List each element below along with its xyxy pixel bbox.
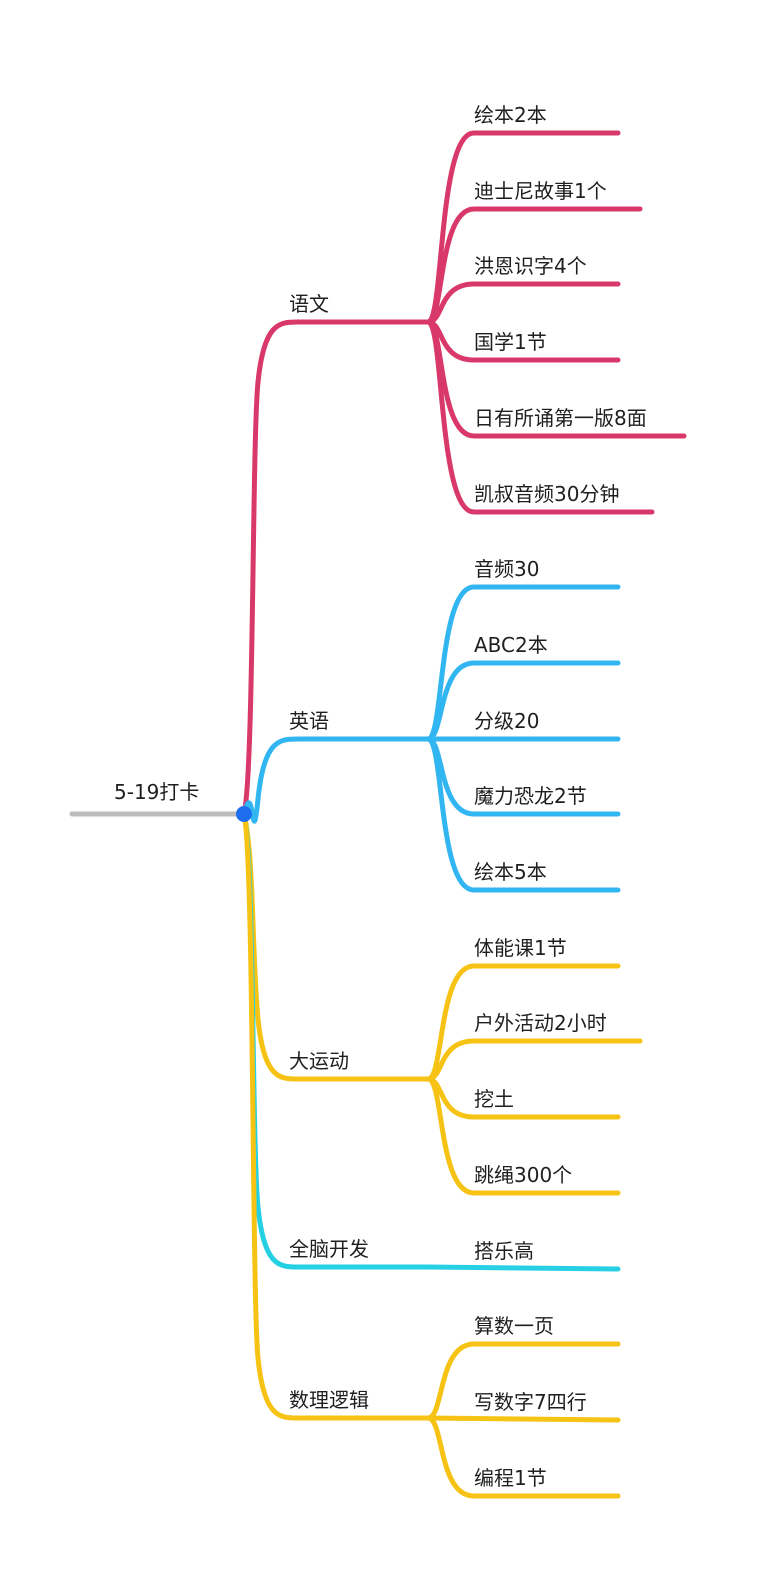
branch-connector-4 bbox=[241, 811, 431, 1421]
leaf-label-3-0[interactable]: 搭乐高 bbox=[474, 1239, 534, 1263]
leaf-label-0-2[interactable]: 洪恩识字4个 bbox=[474, 254, 587, 278]
branch-connector-2 bbox=[241, 811, 431, 1082]
leaf-label-2-1[interactable]: 户外活动2小时 bbox=[474, 1011, 607, 1035]
branch-label-1[interactable]: 英语 bbox=[289, 709, 329, 733]
root-node-label[interactable]: 5-19打卡 bbox=[114, 780, 200, 804]
leaf-connector-4-1 bbox=[425, 1415, 621, 1423]
leaf-label-2-3[interactable]: 跳绳300个 bbox=[474, 1163, 573, 1187]
edges-layer bbox=[241, 130, 687, 1499]
branch-label-3[interactable]: 全脑开发 bbox=[289, 1237, 369, 1261]
root-dot[interactable] bbox=[236, 806, 252, 822]
leaf-label-2-0[interactable]: 体能课1节 bbox=[474, 936, 567, 960]
leaf-label-4-2[interactable]: 编程1节 bbox=[474, 1466, 547, 1490]
leaf-connector-2-1 bbox=[425, 1038, 643, 1082]
leaf-label-0-5[interactable]: 凯叔音频30分钟 bbox=[474, 482, 620, 506]
leaf-connector-4-0 bbox=[425, 1341, 621, 1421]
leaf-label-2-2[interactable]: 挖土 bbox=[474, 1087, 514, 1111]
leaf-label-4-1[interactable]: 写数字7四行 bbox=[474, 1390, 587, 1414]
leaf-label-1-2[interactable]: 分级20 bbox=[474, 709, 540, 733]
leaf-connector-2-3 bbox=[425, 1076, 621, 1196]
leaf-connector-4-2 bbox=[425, 1415, 621, 1499]
leaf-connector-0-5 bbox=[425, 319, 655, 515]
leaf-connector-1-1 bbox=[425, 660, 621, 742]
branch-label-0[interactable]: 语文 bbox=[289, 292, 329, 316]
leaf-connector-0-0 bbox=[425, 130, 621, 325]
leaf-label-0-3[interactable]: 国学1节 bbox=[474, 330, 547, 354]
leaf-label-0-1[interactable]: 迪士尼故事1个 bbox=[474, 179, 607, 203]
branch-label-4[interactable]: 数理逻辑 bbox=[289, 1388, 369, 1412]
leaf-connector-3-0 bbox=[425, 1264, 621, 1272]
leaf-label-1-0[interactable]: 音频30 bbox=[474, 557, 540, 581]
leaf-label-1-3[interactable]: 魔力恐龙2节 bbox=[474, 784, 587, 808]
leaf-label-0-0[interactable]: 绘本2本 bbox=[474, 103, 547, 127]
leaf-label-1-1[interactable]: ABC2本 bbox=[474, 633, 548, 657]
leaf-connector-1-4 bbox=[425, 736, 621, 893]
branch-connector-1 bbox=[241, 736, 431, 824]
leaf-label-4-0[interactable]: 算数一页 bbox=[474, 1314, 554, 1338]
leaf-connector-2-2 bbox=[425, 1076, 621, 1120]
leaf-label-1-4[interactable]: 绘本5本 bbox=[474, 860, 547, 884]
leaf-connector-0-2 bbox=[425, 281, 621, 325]
leaf-connector-2-0 bbox=[425, 963, 621, 1082]
leaf-label-0-4[interactable]: 日有所诵第一版8面 bbox=[474, 406, 647, 430]
leaf-connector-0-1 bbox=[425, 206, 643, 325]
branch-connector-0 bbox=[241, 319, 431, 817]
branch-label-2[interactable]: 大运动 bbox=[289, 1049, 349, 1073]
branch-connector-3 bbox=[241, 811, 431, 1270]
